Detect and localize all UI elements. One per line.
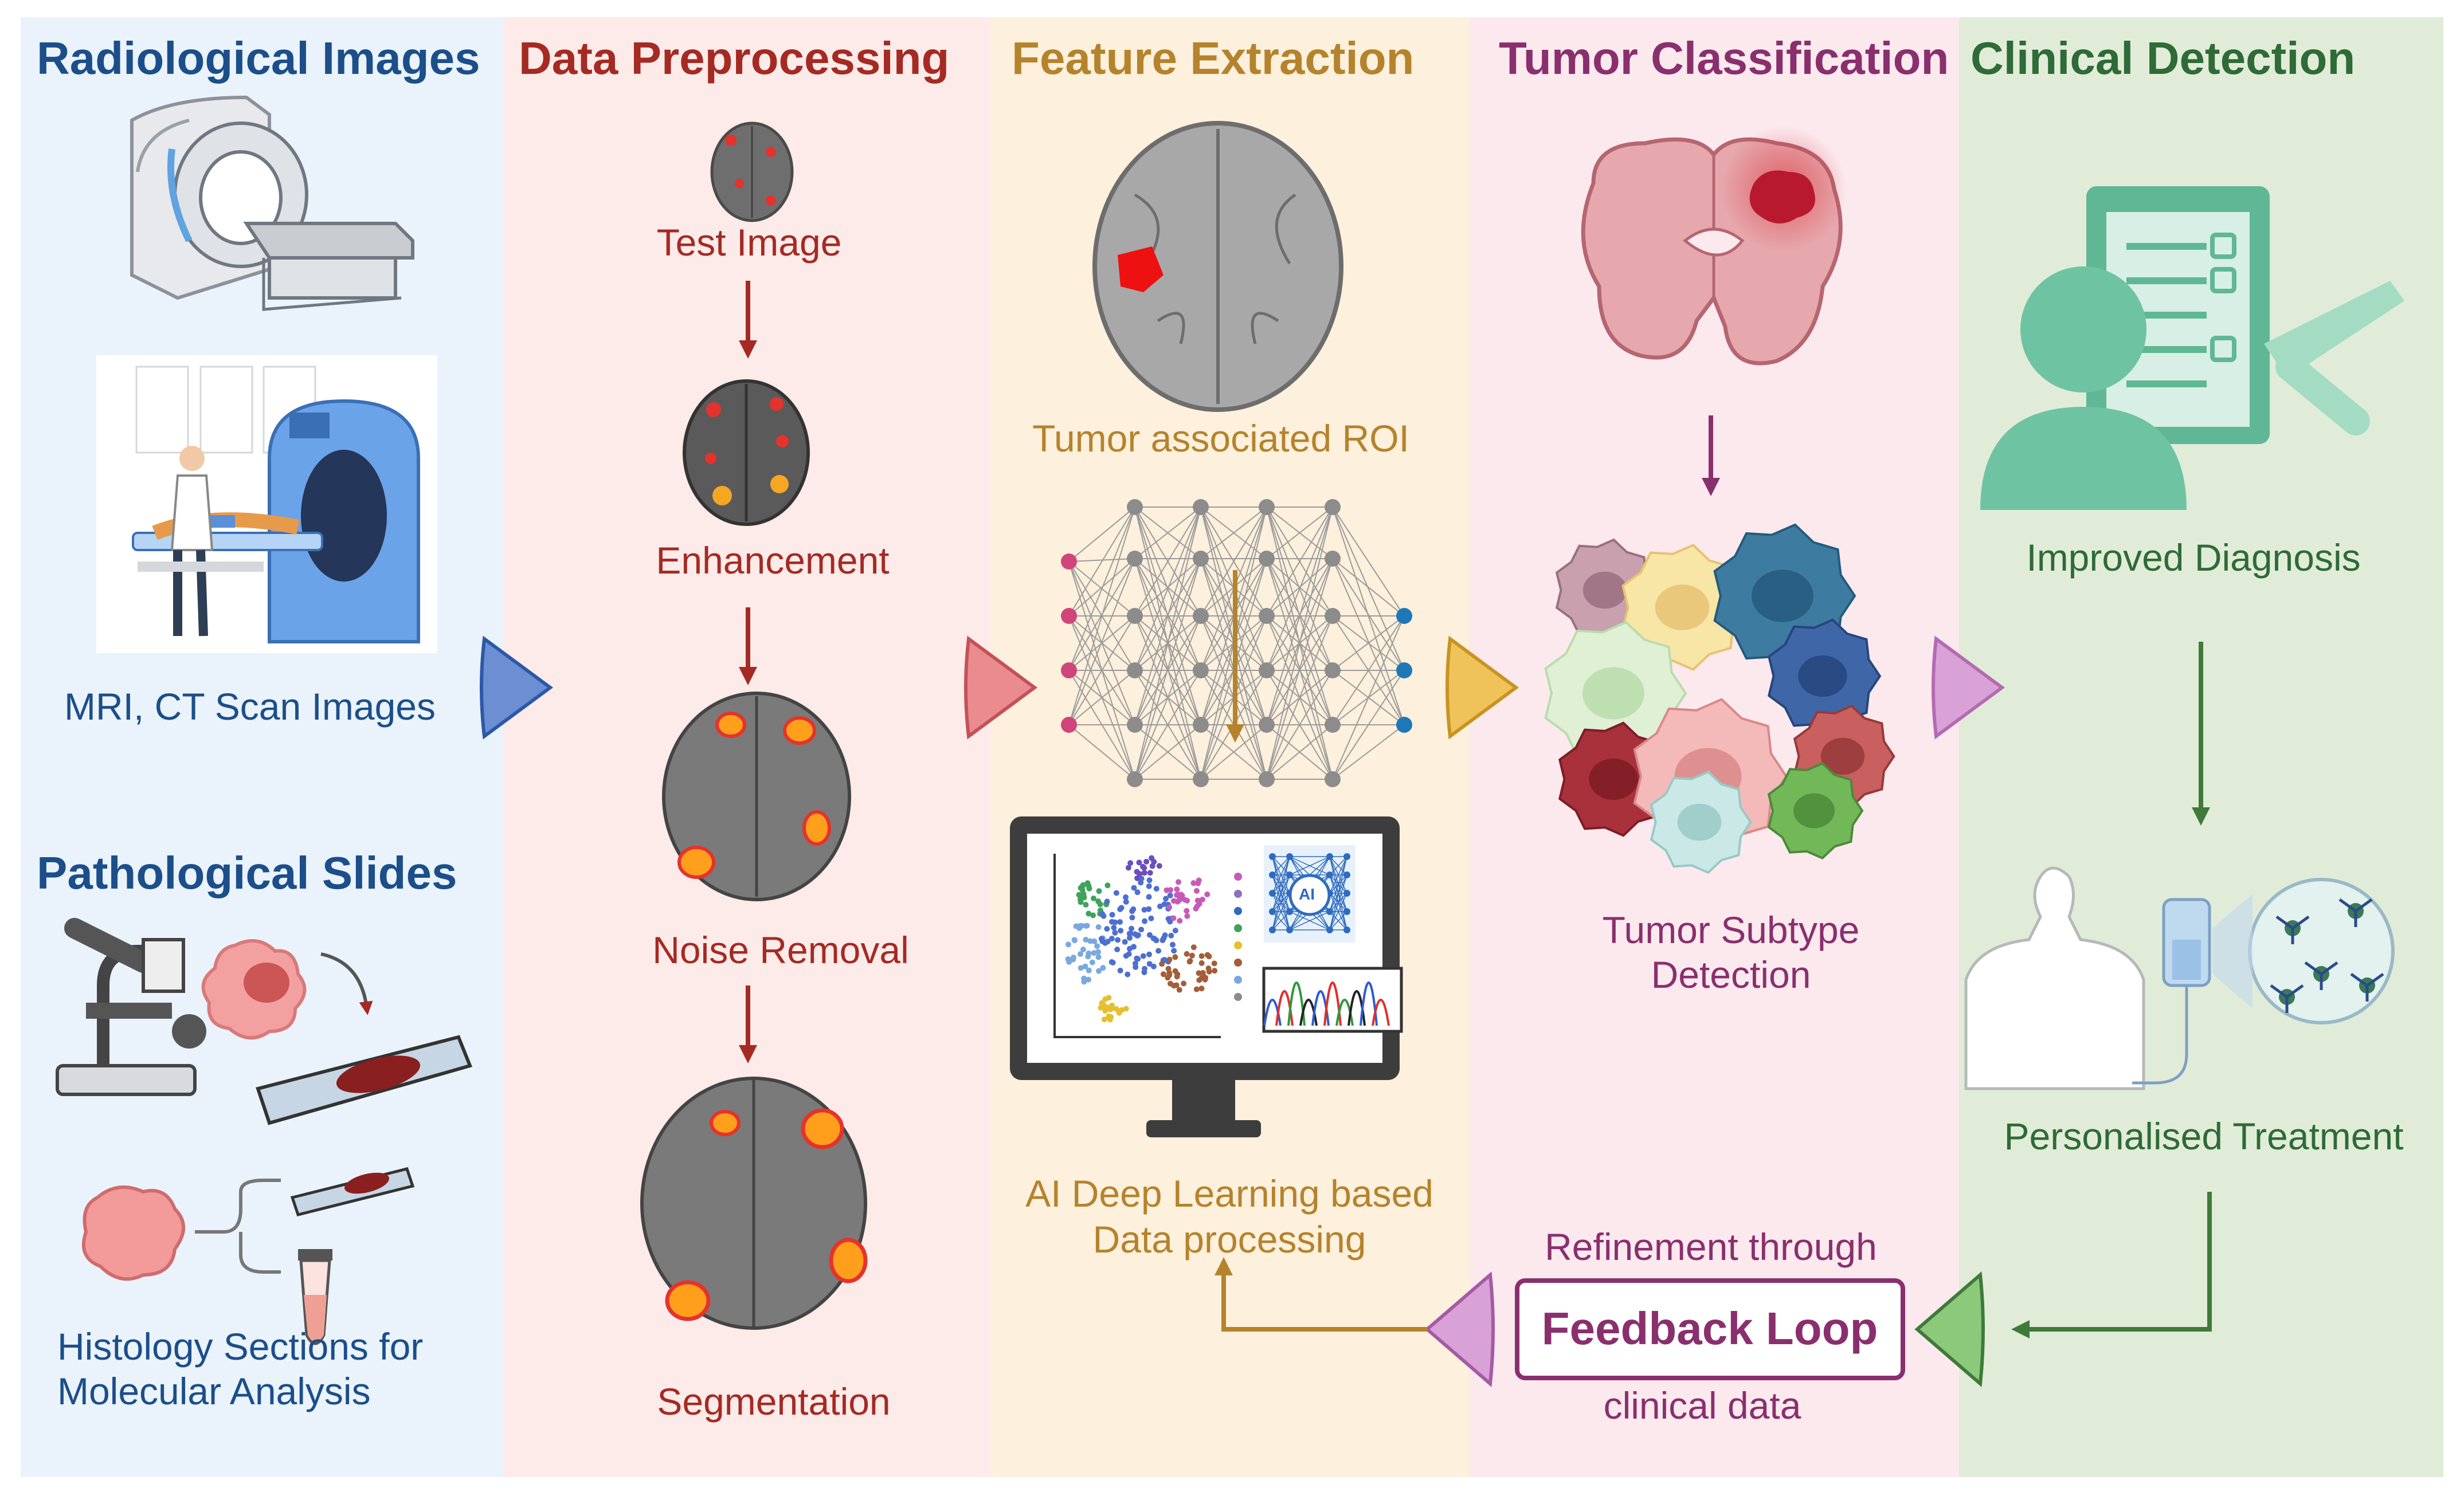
subtype-label-2: Detection [1651,953,1811,996]
brain-tumor-section-icon [1581,126,1847,366]
patient-scan-room-icon [96,355,437,653]
chevron-left-icon-green [1914,1271,1985,1388]
heading-feature-extraction: Feature Extraction [1012,33,1415,84]
caption-histology-2: Molecular Analysis [57,1370,371,1412]
chevron-left-icon-plum [1424,1271,1495,1388]
dl-label-2: Data processing [1092,1218,1366,1261]
chevron-right-icon-3 [1446,635,1519,740]
chevron-right-icon-2 [964,635,1038,740]
chevron-right-icon-1 [480,635,554,740]
microscope-icon [56,918,206,1096]
heading-pathological: Pathological Slides [37,847,457,898]
tumor-cells-icon [1544,523,1895,874]
treatment-to-feedback-arrow [2011,1192,2212,1338]
split-connector [195,1179,281,1274]
monitor-icon [1010,816,1403,1137]
step-noise-removal: Noise Removal [652,929,909,971]
roi-label: Tumor associated ROI [1032,417,1409,460]
patient-iv-icon [1964,866,2395,1090]
heading-tumor-classification: Tumor Classification [1499,33,1949,84]
legend-dots [1234,873,1242,1001]
brain-roi-icon [1092,121,1343,412]
tissue-sample-icon [81,1185,185,1281]
feedback-to-processing-arrow [1215,1257,1427,1332]
ai-network-thumbnail [1264,845,1356,943]
feedback-loop-title: Feedback Loop [1541,1303,1878,1354]
brain-scan-denoised-icon [662,692,851,901]
feedback-top-label: Refinement through [1545,1226,1877,1268]
heading-preprocessing: Data Preprocessing [519,33,950,84]
improved-diagnosis-label: Improved Diagnosis [2026,536,2361,579]
step-enhancement: Enhancement [656,539,890,582]
personalised-treatment-label: Personalised Treatment [2004,1115,2404,1157]
test-tube-icon [298,1249,332,1345]
heading-radiological: Radiological Images [37,33,480,84]
brain-scan-test-icon [710,121,794,222]
neural-network-icon [1061,499,1412,787]
sequence-chart [1262,967,1403,1033]
chevron-right-icon-4 [1932,635,2005,740]
step-segmentation: Segmentation [657,1380,891,1423]
subtype-label-1: Tumor Subtype [1602,909,1860,951]
small-slide-icon [290,1167,415,1216]
ai-badge: AI [1299,885,1315,903]
brain-scan-enhanced-icon [683,379,810,526]
tsne-scatter-plot [1065,855,1218,1023]
feedback-bottom-label: clinical data [1603,1384,1801,1427]
tumor-cell-icon [201,939,307,1040]
caption-mri-ct: MRI, CT Scan Images [64,685,436,728]
brain-scan-segmented-icon [640,1077,868,1330]
doctor-checklist-icon [1980,186,2404,510]
dl-label-1: AI Deep Learning based [1025,1172,1433,1215]
step-test-image: Test Image [656,221,842,264]
mri-scanner-icon [130,95,414,311]
tissue-slide-icon [256,1035,473,1125]
caption-histology-1: Histology Sections for [57,1325,424,1368]
feedback-loop-box [1515,1278,1905,1380]
heading-clinical-detection: Clinical Detection [1971,33,2356,84]
